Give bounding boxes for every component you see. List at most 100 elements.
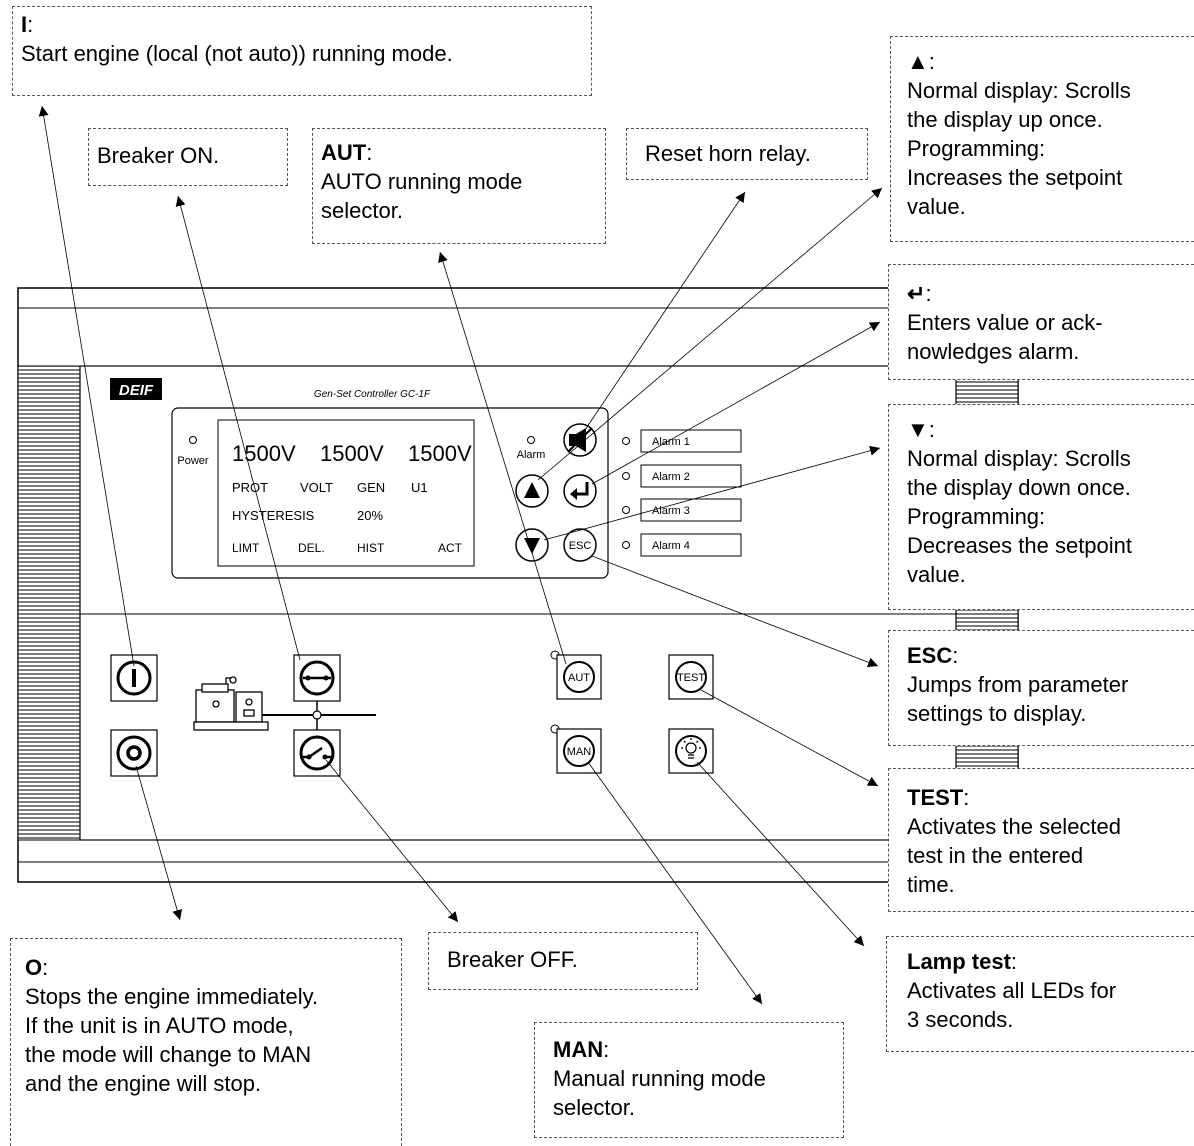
note-stop-line-4: and the engine will stop. [25, 1071, 262, 1096]
alarm-list: Alarm 1 Alarm 2 Alarm 3 Alarm 4 [622, 429, 742, 557]
note-test-line-1: Activates the selected [907, 814, 1122, 839]
note-breaker-off-text: Breaker OFF. [447, 947, 578, 972]
note-man-line-1: Manual running mode [553, 1066, 766, 1091]
leader-start [38, 105, 135, 667]
note-stop-line-3: the mode will change to MAN [25, 1042, 312, 1067]
note-enter-line-1: Enters value or ack- [907, 310, 1103, 335]
note-down-key: ▼ [907, 417, 929, 442]
leader-down [543, 445, 881, 541]
lcd-r4-3: HIST [357, 541, 385, 555]
genset-icon [193, 676, 269, 731]
note-test-key: TEST [907, 785, 964, 810]
note-test-line-3: time. [907, 872, 955, 897]
note-esc-line-2: settings to display. [907, 701, 1087, 726]
note-lamp-key: Lamp test [907, 949, 1011, 974]
lamp-test-button[interactable] [668, 728, 714, 774]
lcd-display [217, 419, 475, 567]
note-esc-line-1: Jumps from parameter [907, 672, 1129, 697]
aut-label: AUT [568, 672, 590, 684]
breaker-on-button[interactable] [293, 654, 341, 702]
note-reset-horn-text: Reset horn relay. [645, 141, 811, 166]
note-breaker-on: Breaker ON. [88, 128, 288, 186]
note-reset-horn: Reset horn relay. [626, 128, 868, 180]
start-button[interactable] [110, 654, 158, 702]
leader-reset-horn [584, 191, 746, 431]
man-button[interactable]: MAN [556, 728, 602, 774]
note-start-text: Start engine (local (not auto)) running … [21, 41, 453, 66]
lcd-r3-1: HYSTERESIS [232, 508, 315, 523]
leader-stop [135, 765, 183, 921]
note-stop-key: O [25, 955, 43, 980]
note-down-line-3: Programming: [907, 504, 1046, 529]
deif-logo-text: DEIF [119, 382, 154, 399]
note-lamp: Lamp test: Activates all LEDs for 3 seco… [886, 936, 1194, 1052]
note-down-line-1: Normal display: Scrolls [907, 446, 1131, 471]
note-lamp-line-2: 3 seconds. [907, 1007, 1014, 1032]
alarm-4-label: Alarm 4 [652, 540, 690, 552]
note-breaker-on-text: Breaker ON. [97, 143, 220, 168]
lcd-r4-4: ACT [438, 541, 463, 555]
horn-reset-button[interactable] [563, 423, 597, 457]
note-up-line-2: the display up once. [907, 107, 1103, 132]
test-label: TEST [677, 672, 705, 684]
leader-esc [591, 555, 879, 668]
note-up-line-5: value. [907, 194, 966, 219]
lcd-r2-4: U1 [411, 480, 428, 495]
note-stop-line-1: Stops the engine immediately. [25, 984, 319, 1009]
lcd-r1-3: 1500V [408, 441, 472, 466]
lcd-r1-1: 1500V [232, 441, 296, 466]
left-grille [17, 365, 81, 841]
note-stop-line-2: If the unit is in AUTO mode, [25, 1013, 294, 1038]
note-lamp-line-1: Activates all LEDs for [907, 978, 1117, 1003]
note-down: ▼: Normal display: Scrolls the display d… [888, 404, 1194, 610]
lightbulb-icon [681, 738, 701, 759]
note-down-line-4: Decreases the setpoint [907, 533, 1133, 558]
note-aut-key: AUT [321, 140, 367, 165]
alarm-led [527, 436, 535, 444]
down-button[interactable] [515, 528, 549, 562]
test-button[interactable]: TEST [668, 654, 714, 700]
note-esc: ESC: Jumps from parameter settings to di… [888, 630, 1194, 746]
alarm-label: Alarm [517, 449, 546, 461]
leader-up [537, 187, 883, 481]
note-test-line-2: test in the entered [907, 843, 1084, 868]
lcd-r2-3: GEN [357, 480, 385, 495]
leader-breaker-on [175, 195, 301, 661]
lcd-r4-2: DEL. [298, 541, 325, 555]
note-start-key: I [21, 12, 28, 37]
stop-button[interactable] [110, 729, 158, 777]
note-test: TEST: Activates the selected test in the… [888, 768, 1194, 912]
note-man-line-2: selector. [553, 1095, 635, 1120]
note-esc-key: ESC [907, 643, 953, 668]
power-label: Power [177, 455, 209, 467]
down-arrow-icon [524, 538, 540, 554]
note-man: MAN: Manual running mode selector. [534, 1022, 844, 1138]
breaker-off-button[interactable] [293, 729, 341, 777]
note-down-line-2: the display down once. [907, 475, 1131, 500]
deif-logo [110, 378, 162, 400]
up-button[interactable] [515, 474, 549, 508]
aut-button[interactable]: AUT [556, 654, 602, 700]
note-breaker-off: Breaker OFF. [428, 932, 698, 990]
note-aut: AUT: AUTO running mode selector. [312, 128, 606, 244]
leader-enter [591, 321, 881, 485]
stop-o-icon [126, 745, 142, 761]
model-label: Gen-Set Controller GC-1F [314, 389, 431, 400]
note-up: ▲: Normal display: Scrolls the display u… [890, 36, 1194, 242]
note-up-line-3: Programming: [907, 136, 1046, 161]
note-down-line-5: value. [907, 562, 966, 587]
leader-aut [438, 251, 567, 665]
note-man-key: MAN [553, 1037, 604, 1062]
leader-man [587, 761, 763, 1005]
esc-button[interactable]: ESC [563, 528, 597, 562]
alarm-2-label: Alarm 2 [652, 471, 690, 483]
esc-label: ESC [569, 540, 592, 552]
enter-button[interactable] [563, 474, 597, 508]
man-label: MAN [567, 746, 592, 758]
up-arrow-icon [524, 482, 540, 498]
note-enter-line-2: nowledges alarm. [907, 339, 1080, 364]
lcd-r2-1: PROT [232, 480, 268, 495]
lcd-r3-2: 20% [357, 508, 383, 523]
